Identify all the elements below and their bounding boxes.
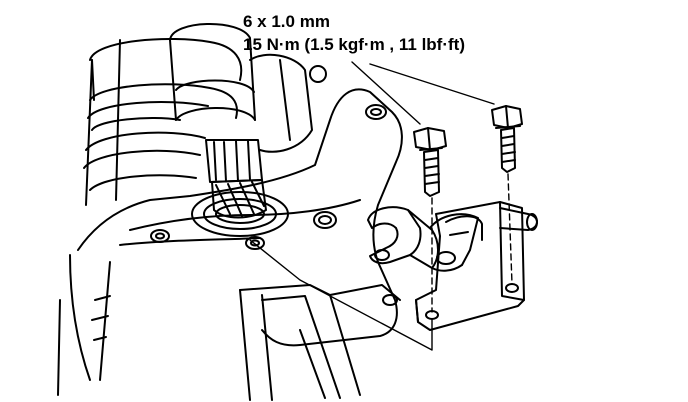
shift-bracket (415, 201, 538, 331)
torque-spec-label: 15 N·m (1.5 kgf·m , 11 lbf·ft) (243, 35, 465, 54)
bolt-right (491, 105, 523, 173)
bolt-left (413, 127, 447, 197)
gear-stack (83, 22, 313, 206)
bolt-size-label: 6 x 1.0 mm (243, 12, 330, 31)
leader-lines (249, 61, 513, 351)
transmission-housing (57, 65, 403, 401)
pinion-gear (191, 139, 289, 237)
